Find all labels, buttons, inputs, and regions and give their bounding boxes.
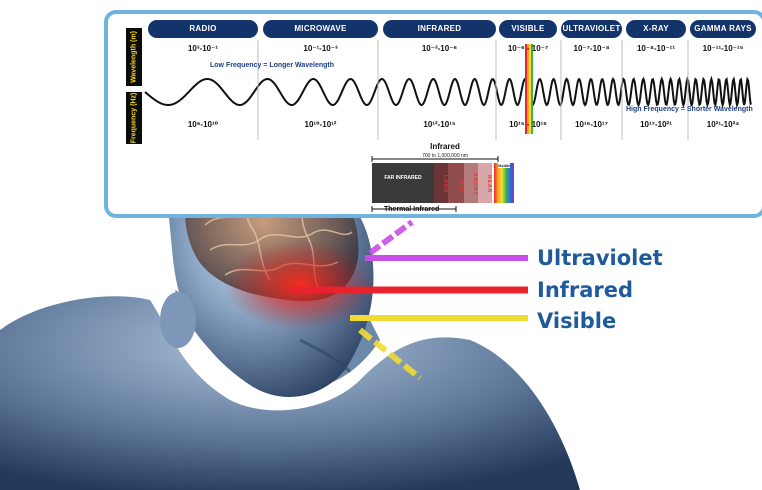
visible-label: Visible	[537, 309, 616, 333]
ultraviolet-label: Ultraviolet	[537, 246, 663, 270]
infrared-label: Infrared	[537, 278, 633, 302]
